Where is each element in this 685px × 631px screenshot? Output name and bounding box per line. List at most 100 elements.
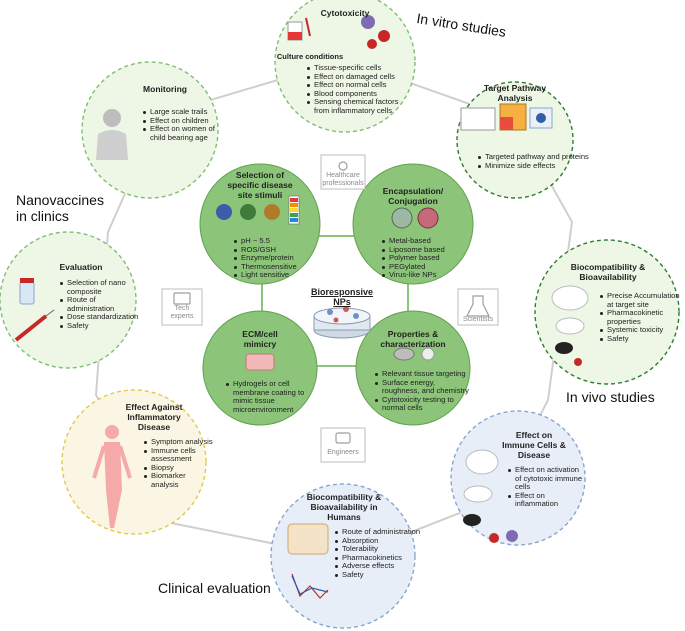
list-item: Polymer based (382, 254, 469, 263)
encapsulation-title: Encapsulation/ Conjugation (365, 186, 461, 206)
monitoring-circle (81, 61, 219, 199)
biocompat-humans-circle (270, 483, 416, 629)
engineers-gear-icon (335, 432, 351, 444)
biocompat-humans-title-line1: Biocompatibility & (306, 492, 382, 502)
role-scientists: Scientists (463, 316, 493, 323)
properties-title-line2: characterization (380, 339, 446, 349)
list-item: Relevant tissue targeting (375, 369, 474, 379)
list-item: Minimize side effects (478, 161, 611, 171)
list-item: Effect on inflammation (508, 491, 583, 509)
list-item: Systemic toxicity (600, 326, 685, 335)
evaluation-illustration (14, 278, 55, 342)
target-pathway-list: Targeted pathway and proteins Minimize s… (476, 152, 611, 171)
biocompat-vivo-title: Biocompatibility & Bioavailability (560, 262, 656, 282)
list-item: Effect on women of child bearing age (143, 124, 230, 142)
immune-title: Effect on Immune Cells & Disease (494, 430, 574, 460)
list-item: Absorption (335, 536, 428, 546)
list-item: Blood components (307, 89, 414, 99)
stimuli-title-line3: site stimuli (237, 190, 283, 200)
ecm-title-line2: mimicry (243, 339, 277, 349)
target-pathway-title: Target Pathway Analysis (475, 83, 555, 103)
cytotoxicity-list: Tissue-specific cells Effect on damaged … (305, 63, 414, 116)
list-item: Biopsy (144, 463, 215, 473)
list-item: PEGylated (382, 262, 469, 272)
inner-connector (261, 235, 409, 367)
stimuli-np-illustration (216, 195, 300, 225)
list-item: Adverse effects (335, 562, 428, 571)
biocompat-humans-title-line3: Humans (327, 512, 361, 522)
healthcare-role-box (320, 154, 366, 190)
inflammatory-list: Symptom analysis Immune cells assessment… (142, 437, 215, 490)
encapsulation-np-illustration (391, 207, 439, 229)
list-item: Route of administration (60, 295, 143, 313)
list-item: Effect on children (143, 116, 230, 126)
stimuli-title-line2: specific disease (227, 180, 293, 190)
list-item: Pharmacokinetics (335, 553, 428, 563)
role-tech: Tech experts (162, 305, 202, 321)
center-title: Bioresponsive NPs (304, 287, 380, 307)
list-item: Tolerability (335, 545, 428, 554)
ecm-title-line1: ECM/cell (242, 329, 278, 339)
biocompat-humans-title: Biocompatibility & Bioavailability in Hu… (296, 492, 392, 522)
list-item: Symptom analysis (144, 437, 215, 447)
biocompat-vivo-list: Precise Accumulation at target site Phar… (598, 291, 685, 344)
ecm-list: Hydrogels or cell membrane coating to mi… (224, 379, 317, 414)
biocompat-vivo-illustration (551, 285, 589, 366)
heading-in-vivo: In vivo studies (566, 389, 655, 405)
role-tech-line1: Tech (174, 305, 190, 312)
inflammatory-title-line3: Disease (137, 422, 171, 432)
center-title-line1: Bioresponsive (310, 287, 374, 297)
scientists-flask-icon (466, 295, 490, 317)
monitoring-illustration (96, 109, 128, 160)
properties-circle (355, 310, 471, 426)
list-item: Metal-based (382, 236, 469, 246)
immune-list: Effect on activation of cytotoxic immune… (506, 465, 583, 509)
list-item: Targeted pathway and proteins (478, 152, 611, 162)
stimuli-title-line1: Selection of (235, 170, 285, 180)
list-item: Effect on activation of cytotoxic immune… (508, 465, 583, 492)
tech-role-box (161, 288, 203, 326)
list-item: Dose standardization (60, 313, 143, 322)
target-pathway-title-line1: Target Pathway (483, 83, 547, 93)
list-item: ROS/GSH (234, 245, 321, 255)
inflammatory-title-line2: Inflammatory (127, 412, 181, 422)
list-item: Safety (335, 570, 428, 580)
heading-clinical: Clinical evaluation (158, 580, 271, 596)
role-healthcare-line2: professionals (322, 180, 364, 187)
encapsulation-list: Metal-based Liposome based Polymer based… (380, 236, 469, 280)
list-item: Safety (60, 321, 143, 331)
list-item: Large scale trails (143, 107, 230, 117)
list-item: Light sensitive (234, 271, 321, 280)
inflammatory-illustration (92, 425, 132, 528)
list-item: Surface energy, roughness, and chemistry (375, 378, 474, 396)
list-item: Effect on damaged cells (307, 72, 414, 82)
cytotoxicity-illustration (287, 15, 390, 49)
biocompat-humans-list: Route of administration Absorption Toler… (333, 527, 428, 580)
list-item: Sensing chemical factors from inflammato… (307, 98, 414, 115)
cytotoxicity-subtitle: Culture conditions (276, 52, 344, 61)
heading-nanovaccines-line2: in clinics (16, 208, 69, 224)
ecm-hydrogel-illustration (245, 353, 275, 371)
biocompat-vivo-title-line1: Biocompatibility & (570, 262, 646, 272)
role-tech-line2: experts (170, 313, 194, 320)
monitoring-title: Monitoring (143, 84, 187, 94)
list-item: Tissue-specific cells (307, 63, 414, 73)
list-item: Immune cells assessment (144, 446, 215, 464)
immune-title-line1: Effect on (515, 430, 553, 440)
list-item: Enzyme/protein (234, 254, 321, 263)
target-pathway-title-line2: Analysis (497, 93, 533, 103)
scientists-role-box (457, 288, 499, 326)
engineers-role-box (320, 427, 366, 463)
list-item: Safety (600, 334, 685, 344)
target-pathway-illustration (460, 103, 553, 131)
center-title-line2: NPs (333, 297, 351, 307)
inflammatory-circle (61, 389, 207, 535)
properties-surface-illustration (393, 347, 435, 361)
ecm-title: ECM/cell mimicry (216, 329, 304, 349)
evaluation-title: Evaluation (59, 262, 103, 272)
stimuli-title: Selection of specific disease site stimu… (212, 170, 308, 200)
cytotoxicity-title: Cytotoxicity (320, 8, 370, 18)
stimuli-list: pH ~ 5.5 ROS/GSH Enzyme/protein Thermose… (232, 236, 321, 280)
